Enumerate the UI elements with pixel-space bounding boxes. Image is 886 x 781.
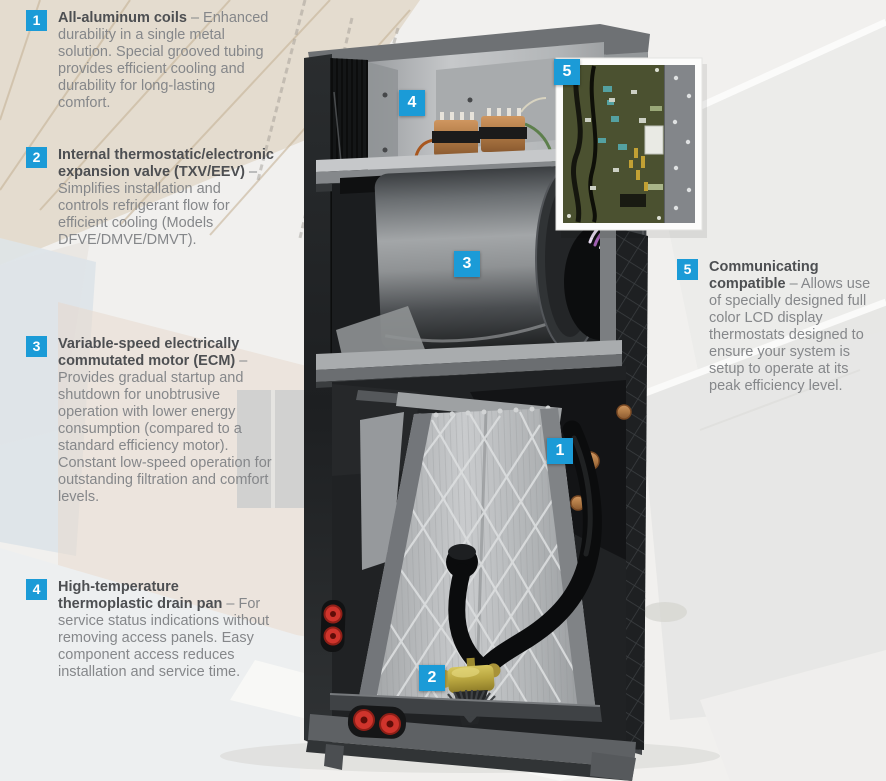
coil-section: [332, 366, 632, 745]
callout-communicating-compatible: 5 Communicating compatible – Allows use …: [677, 259, 879, 395]
callout-text: Internal thermostatic/electronic expansi…: [58, 147, 274, 249]
callout-text: All-aluminum coils – Enhanced durability…: [58, 10, 270, 112]
chip: [620, 194, 646, 207]
callout-ecm-motor: 3 Variable-speed electrically commutated…: [26, 336, 276, 506]
transformers: [414, 97, 556, 167]
callout-number-badge: 3: [26, 336, 47, 357]
callout-all-aluminum-coils: 1 All-aluminum coils – Enhanced durabili…: [26, 10, 270, 112]
callout-number-badge: 5: [677, 259, 698, 280]
callout-body: – Enhanced durability in a single metal …: [58, 10, 269, 111]
callout-body: – For service status indications without…: [58, 596, 270, 680]
suction-pipes: [446, 420, 602, 678]
callout-heading: High-temperature thermoplastic drain pan: [58, 579, 223, 612]
callout-txv-eev: 2 Internal thermostatic/electronic expan…: [26, 147, 274, 249]
connector-block: [644, 125, 664, 155]
cutoff-plate: [336, 306, 426, 364]
callout-number-badge: 1: [26, 10, 47, 31]
unit-label-4: 4: [399, 90, 425, 116]
callout-text: Variable-speed electrically commutated m…: [58, 336, 276, 506]
callout-drain-pan: 4 High-temperature thermoplastic drain p…: [26, 579, 272, 681]
unit-label-2: 2: [419, 665, 445, 691]
callout-heading: Internal thermostatic/electronic expansi…: [58, 147, 274, 180]
callout-body: – Simplifies installation and controls r…: [58, 164, 258, 248]
unit-label-1: 1: [547, 438, 573, 464]
callout-body: – Allows use of specially designed full …: [709, 276, 871, 394]
unit-label-3: 3: [454, 251, 480, 277]
callout-text: High-temperature thermoplastic drain pan…: [58, 579, 272, 681]
callout-heading: All-aluminum coils: [58, 10, 187, 26]
unit-label-5: 5: [554, 59, 580, 85]
callout-body: – Provides gradual startup and shutdown …: [58, 353, 272, 505]
callout-number-badge: 2: [26, 147, 47, 168]
callout-heading: Variable-speed electrically commutated m…: [58, 336, 240, 369]
callout-heading: Communicating compatible: [709, 259, 819, 292]
drain-ports: [320, 599, 407, 739]
callout-text: Communicating compatible – Allows use of…: [709, 259, 879, 395]
control-board-inset: [555, 57, 707, 238]
callout-number-badge: 4: [26, 579, 47, 600]
